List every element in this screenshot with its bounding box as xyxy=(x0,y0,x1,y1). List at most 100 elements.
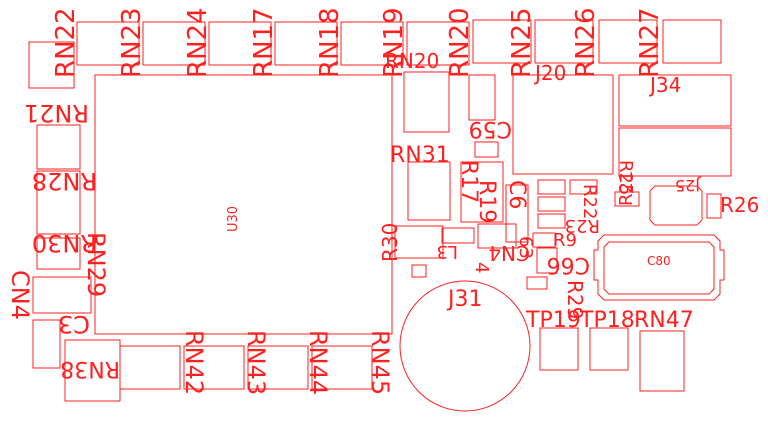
label-r30: R30 xyxy=(378,223,402,262)
label-c34: C3 xyxy=(58,310,90,338)
label-u30: U30 xyxy=(226,206,241,232)
j34-lower-outline xyxy=(618,127,732,177)
label-c66: C66 xyxy=(547,252,590,277)
r22-outline xyxy=(537,179,566,195)
rn18-outline xyxy=(274,21,338,66)
label-r23: R23 xyxy=(565,215,600,236)
label-r25: R25 xyxy=(615,160,636,195)
c80-inner-outline xyxy=(603,241,715,295)
label-rn47: RN47 xyxy=(634,308,694,333)
label-c59: C59 xyxy=(469,116,512,141)
label-r21: R21 xyxy=(616,171,637,206)
r-small1-outline xyxy=(411,264,427,278)
c59-outline xyxy=(468,74,496,121)
r25-outline xyxy=(614,191,640,207)
rn25-outline xyxy=(472,19,532,64)
top-right-outline xyxy=(662,19,722,64)
label-rn23: RN23 xyxy=(117,7,147,78)
cn4-outline xyxy=(32,276,92,314)
c6x-outline xyxy=(505,184,529,243)
r26-outline xyxy=(706,193,722,219)
rn20-outline xyxy=(406,21,470,66)
j31-outline xyxy=(399,280,531,412)
label-r26: R26 xyxy=(720,193,759,217)
rn41-outline xyxy=(119,345,181,390)
l3-outline xyxy=(441,227,475,244)
label-r9: R9 xyxy=(553,230,577,251)
r23b-outline xyxy=(537,213,566,229)
r-small2-outline xyxy=(526,276,548,290)
label-cn4b: CN4 xyxy=(488,241,530,265)
label-63: 63 xyxy=(515,236,536,259)
tp18-outline xyxy=(589,327,629,371)
r17-outline xyxy=(474,141,499,158)
label-rn27: RN27 xyxy=(635,7,665,78)
c34-outline xyxy=(32,319,61,369)
label-rn21: RN21 xyxy=(24,99,89,127)
r30-outline xyxy=(394,225,444,259)
label-tp19: TP19 xyxy=(525,308,581,333)
label-rn28: RN28 xyxy=(32,167,97,195)
rn31-lower-outline xyxy=(407,161,451,221)
label-r19: R19 xyxy=(474,180,499,223)
rn42-outline xyxy=(183,345,245,390)
label-rn30: RN30 xyxy=(32,229,97,257)
rn44-outline xyxy=(311,345,373,390)
r16-outline xyxy=(460,161,504,223)
tp19-outline xyxy=(539,327,579,371)
rn24-outline xyxy=(142,21,206,66)
label-rn18: RN18 xyxy=(315,7,345,78)
rn22-outline xyxy=(28,41,75,89)
label-rn24: RN24 xyxy=(183,7,213,78)
rn43-outline xyxy=(247,345,309,390)
label-r29: R29 xyxy=(563,280,587,319)
rn23-outline xyxy=(76,21,140,66)
label-rn19: RN19 xyxy=(379,7,409,78)
label-rn26: RN26 xyxy=(571,7,601,78)
label-r22: R22 xyxy=(579,184,600,219)
rn19-outline xyxy=(340,21,404,66)
rn21-outline xyxy=(36,124,81,170)
rn28-outline xyxy=(36,170,81,235)
j25-outline xyxy=(649,185,703,226)
j20-outline xyxy=(512,74,614,175)
c66-outline xyxy=(536,247,558,274)
rn17-outline xyxy=(208,21,272,66)
label-j34: J34 xyxy=(648,73,681,97)
label-c6x: C6 xyxy=(504,180,529,209)
rn47-outline xyxy=(639,330,685,392)
label-rn31: RN31 xyxy=(390,143,450,168)
j34-upper-outline xyxy=(618,74,732,127)
r21-outline xyxy=(569,179,598,195)
cn4b-outline xyxy=(477,223,517,249)
label-rn20-h: RN20 xyxy=(385,49,439,73)
label-l3: L3 xyxy=(437,241,458,262)
label-j20: J20 xyxy=(533,61,566,85)
label-r17: R17 xyxy=(456,160,481,203)
rn30-outline xyxy=(36,237,81,270)
label-j31: J31 xyxy=(446,287,482,312)
rn27-outline xyxy=(598,19,658,64)
r9-outline xyxy=(532,232,556,248)
label-rn22: RN22 xyxy=(51,7,81,78)
label-rn29: RN29 xyxy=(82,232,110,297)
r23a-outline xyxy=(537,196,566,212)
label-j25: J25 xyxy=(675,176,701,195)
label-4: 4 xyxy=(471,262,492,273)
label-tp18: TP18 xyxy=(579,308,635,333)
c80-outline xyxy=(593,234,725,301)
label-rn44: RN44 xyxy=(304,330,332,395)
label-rn42: RN42 xyxy=(180,330,208,395)
rn31-upper-outline xyxy=(403,71,450,133)
label-cn4: CN4 xyxy=(6,270,34,320)
label-rn17: RN17 xyxy=(249,7,279,78)
u30-outline xyxy=(94,74,393,335)
label-rn38: RN38 xyxy=(60,356,120,381)
label-rn20: RN20 xyxy=(445,7,475,78)
label-rn43: RN43 xyxy=(242,330,270,395)
rn26-outline xyxy=(534,19,594,64)
label-rn45: RN45 xyxy=(366,330,394,395)
label-c80: C80 xyxy=(647,254,671,268)
label-rn25: RN25 xyxy=(507,7,537,78)
